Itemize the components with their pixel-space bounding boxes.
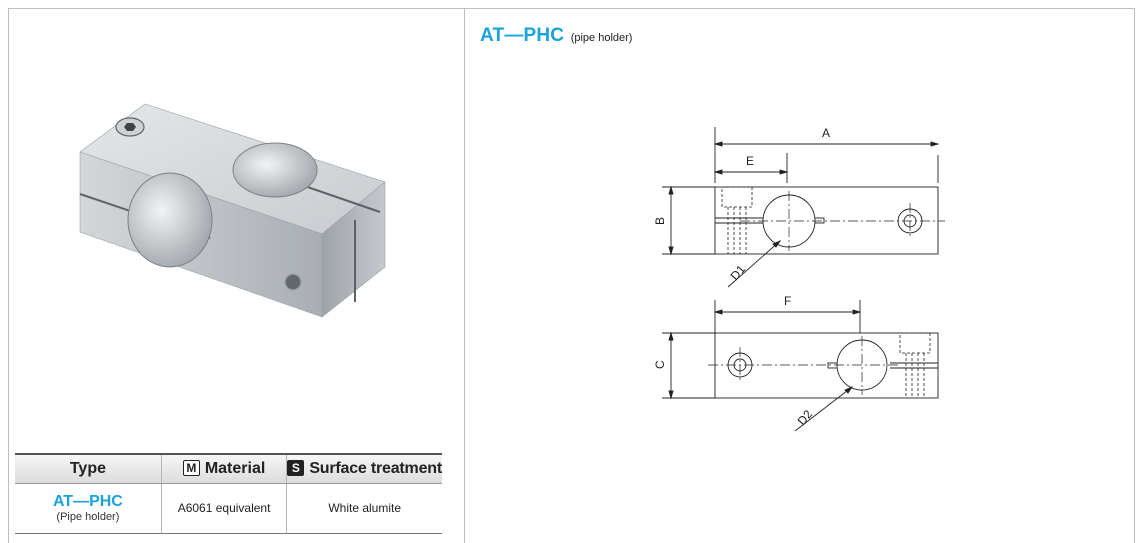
technical-drawing: A E B D1 F C D2 (653, 126, 945, 432)
dim-e-arrow-right (779, 169, 789, 175)
surface-header-label: Surface treatment (309, 459, 442, 477)
label-d2: D2 (795, 407, 816, 428)
front-view-hidden-screw (899, 332, 931, 398)
d1-leader (727, 240, 781, 288)
label-a: A (822, 126, 830, 140)
label-d1: D1 (728, 262, 749, 283)
label-e: E (746, 154, 754, 168)
title-subtitle: (pipe holder) (570, 32, 633, 44)
dim-a-arrow-left (713, 141, 723, 147)
front-view-outline (714, 332, 939, 399)
surface-cell: White alumite (286, 483, 442, 534)
d1-leader-arrow (772, 239, 782, 248)
type-subtitle: (Pipe holder) (56, 510, 120, 523)
type-header: Type (15, 453, 162, 484)
drawing-title: AT—PHC (pipe holder) (480, 25, 632, 47)
block-side-face (321, 181, 386, 318)
pipe-holder-photo (79, 103, 386, 318)
panel-divider (464, 8, 465, 543)
material-badge-icon: M (182, 459, 200, 476)
top-view-hidden-screw (721, 186, 753, 254)
dim-b-arrow-bottom (668, 246, 674, 256)
type-code: AT—PHC (52, 492, 123, 510)
dim-b-arrow-top (668, 185, 674, 195)
d2-leader-arrow (844, 385, 854, 394)
hex-socket (124, 123, 136, 131)
page-frame (8, 8, 1135, 543)
top-bore (232, 142, 318, 198)
material-cell: A6061 equivalent (160, 483, 287, 534)
type-cell: AT—PHC (Pipe holder) (15, 483, 162, 534)
dim-f-arrow-left (713, 309, 723, 315)
surface-badge-icon: S (287, 459, 305, 476)
title-code: AT—PHC (480, 25, 565, 46)
dim-e-arrow-left (713, 169, 723, 175)
table-row: AT—PHC (Pipe holder) A6061 equivalent Wh… (15, 483, 442, 534)
top-view-outline (714, 186, 939, 255)
label-b: B (653, 217, 667, 225)
front-bore (127, 172, 213, 268)
type-header-label: Type (69, 459, 106, 477)
dim-c-arrow-top (668, 331, 674, 341)
d2-leader (794, 386, 853, 432)
label-f: F (784, 294, 791, 308)
top-view-centerlines (740, 191, 945, 251)
dim-c-arrow-bottom (668, 390, 674, 400)
label-c: C (653, 360, 667, 369)
dim-f-arrow-right (852, 309, 862, 315)
front-view-centerlines (708, 336, 900, 395)
tapped-hole (284, 273, 302, 291)
dim-a-arrow-right (930, 141, 940, 147)
material-header-label: Material (204, 459, 266, 477)
